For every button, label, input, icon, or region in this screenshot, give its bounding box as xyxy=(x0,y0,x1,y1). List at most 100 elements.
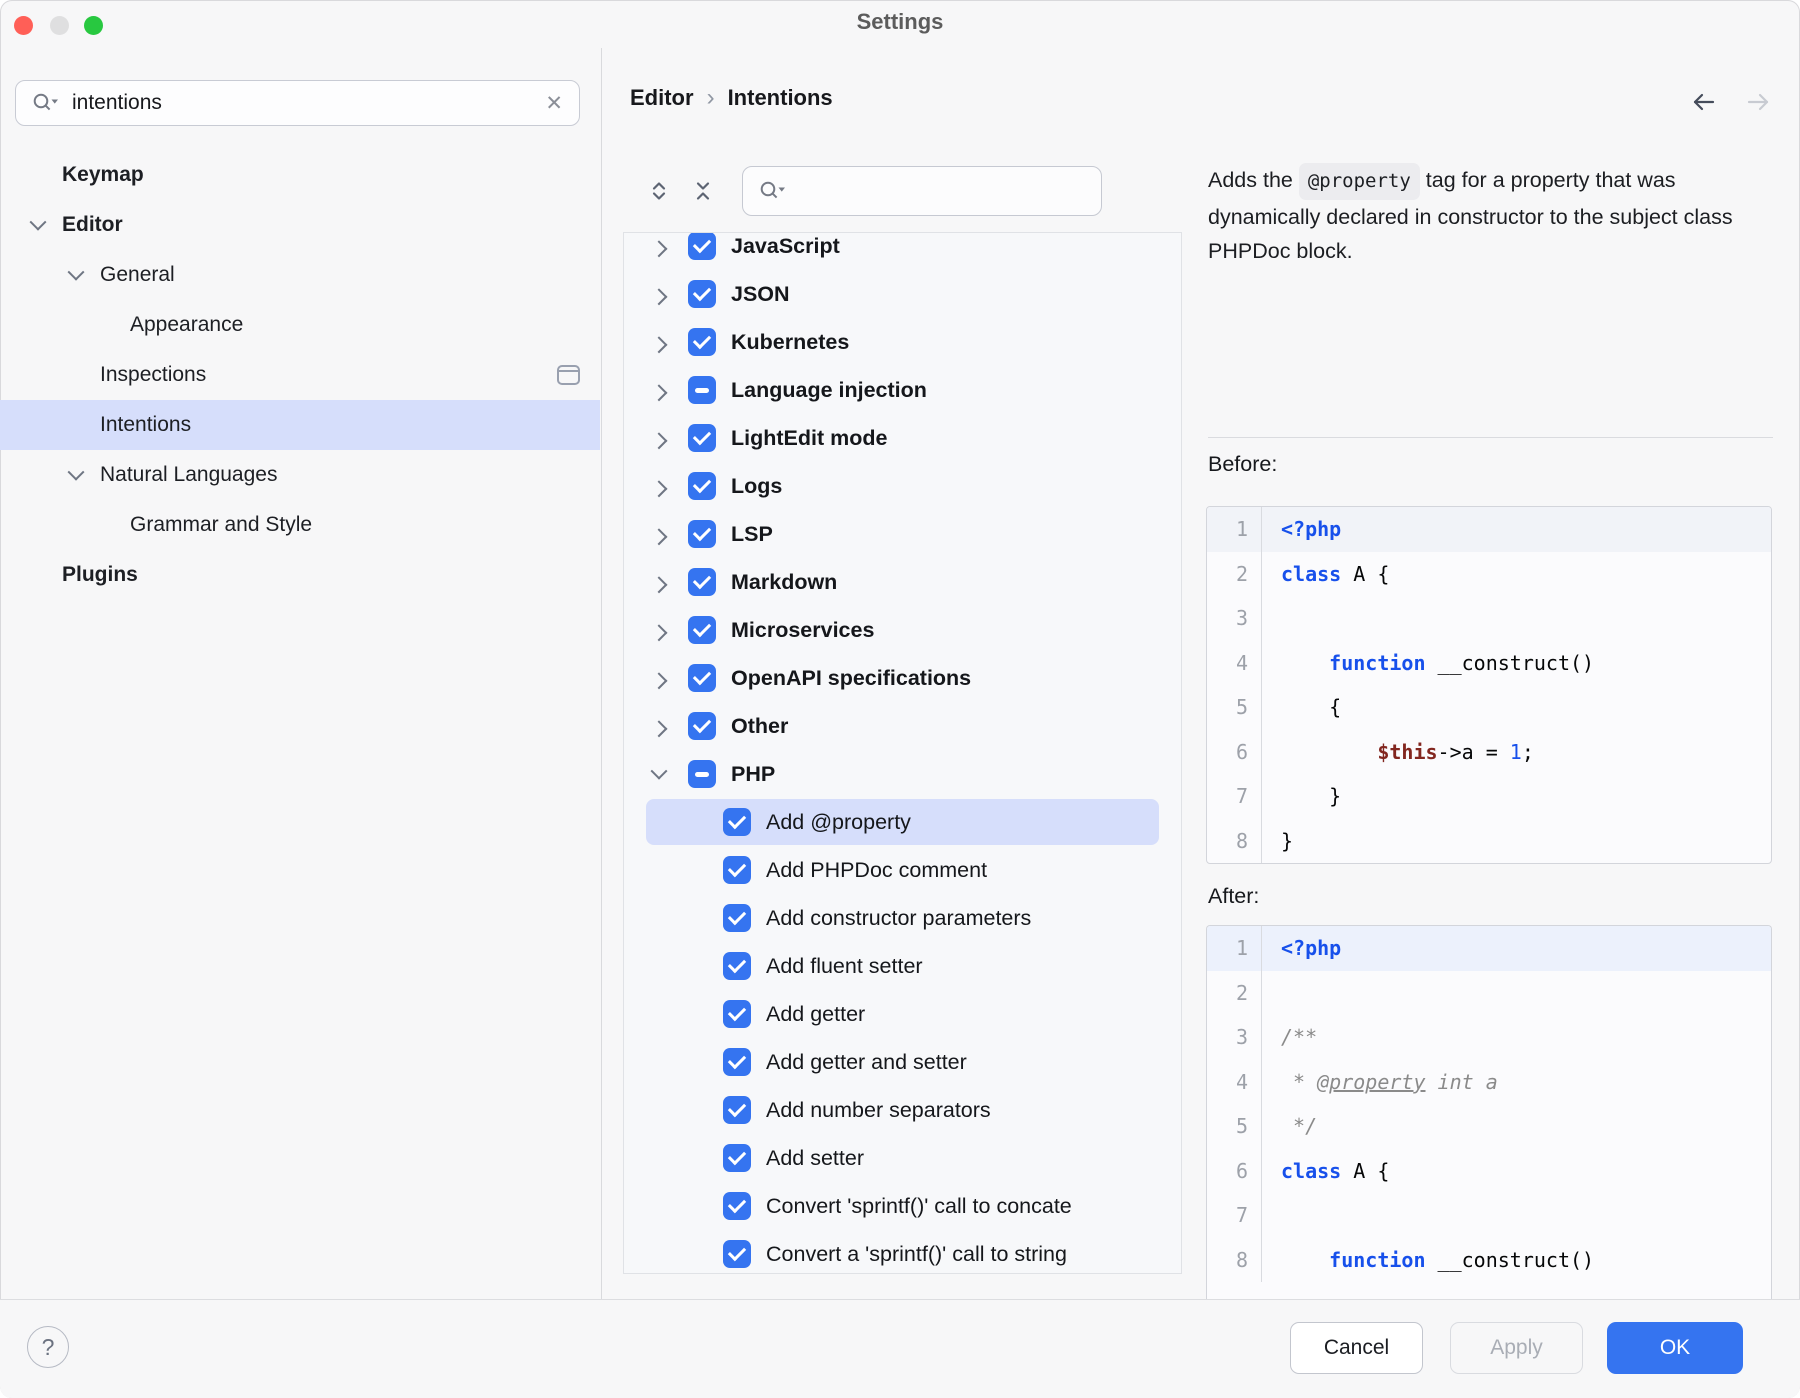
tree-item-javascript[interactable]: JavaScript xyxy=(624,233,1181,270)
sidebar-item-grammar-and-style[interactable]: Grammar and Style xyxy=(0,500,600,550)
intentions-filter-input[interactable] xyxy=(796,178,1101,204)
tree-item-php[interactable]: PHP xyxy=(624,750,1181,798)
checked-checkbox[interactable] xyxy=(723,952,751,980)
tree-item-kubernetes[interactable]: Kubernetes xyxy=(624,318,1181,366)
tree-item-add-phpdoc-comment[interactable]: Add PHPDoc comment xyxy=(624,846,1181,894)
intentions-filter-box[interactable] xyxy=(742,166,1102,216)
tree-item-add-constructor-parameters[interactable]: Add constructor parameters xyxy=(624,894,1181,942)
window-title: Settings xyxy=(856,9,944,34)
tree-item-label: Logs xyxy=(731,473,783,498)
checked-checkbox[interactable] xyxy=(723,856,751,884)
sidebar-item-general[interactable]: General xyxy=(0,250,600,300)
chevron-right-icon[interactable] xyxy=(650,620,668,640)
chevron-down-icon xyxy=(66,265,86,285)
clear-search-icon[interactable]: ✕ xyxy=(545,91,563,115)
settings-search-box[interactable]: ✕ xyxy=(15,80,580,126)
help-button[interactable]: ? xyxy=(27,1326,69,1368)
checked-checkbox[interactable] xyxy=(688,424,716,452)
tree-item-convert-a-sprintf-call-to-string[interactable]: Convert a 'sprintf()' call to string xyxy=(624,1230,1181,1273)
breadcrumb-separator: › xyxy=(706,84,715,111)
tree-item-label: LightEdit mode xyxy=(731,425,888,450)
chevron-right-icon[interactable] xyxy=(650,572,668,592)
checked-checkbox[interactable] xyxy=(723,1144,751,1172)
tree-item-add-property[interactable]: Add @property xyxy=(624,798,1181,846)
tree-item-language-injection[interactable]: Language injection xyxy=(624,366,1181,414)
tree-item-add-number-separators[interactable]: Add number separators xyxy=(624,1086,1181,1134)
checked-checkbox[interactable] xyxy=(723,904,751,932)
sidebar-item-keymap[interactable]: Keymap xyxy=(0,150,600,200)
tree-item-openapi-specifications[interactable]: OpenAPI specifications xyxy=(624,654,1181,702)
checked-checkbox[interactable] xyxy=(688,664,716,692)
checked-checkbox[interactable] xyxy=(688,280,716,308)
checked-checkbox[interactable] xyxy=(688,328,716,356)
checked-checkbox[interactable] xyxy=(723,1240,751,1268)
checked-checkbox[interactable] xyxy=(723,1048,751,1076)
checked-checkbox[interactable] xyxy=(723,808,751,836)
ok-button[interactable]: OK xyxy=(1607,1322,1743,1374)
profile-window-icon xyxy=(557,365,580,385)
sidebar-item-intentions[interactable]: Intentions xyxy=(0,400,600,450)
sidebar-item-plugins[interactable]: Plugins xyxy=(0,550,600,600)
tree-item-convert-sprintf-call-to-concate[interactable]: Convert 'sprintf()' call to concate xyxy=(624,1182,1181,1230)
chevron-right-icon[interactable] xyxy=(650,524,668,544)
chevron-right-icon[interactable] xyxy=(650,668,668,688)
sidebar-item-natural-languages[interactable]: Natural Languages xyxy=(0,450,600,500)
tree-item-microservices[interactable]: Microservices xyxy=(624,606,1181,654)
tree-item-add-getter-and-setter[interactable]: Add getter and setter xyxy=(624,1038,1181,1086)
indeterminate-checkbox[interactable] xyxy=(688,376,716,404)
close-button[interactable] xyxy=(14,16,33,35)
chevron-right-icon[interactable] xyxy=(650,380,668,400)
chevron-right-icon[interactable] xyxy=(650,284,668,304)
checked-checkbox[interactable] xyxy=(723,1096,751,1124)
checked-checkbox[interactable] xyxy=(688,520,716,548)
line-number: 8 xyxy=(1207,1237,1262,1282)
checked-checkbox[interactable] xyxy=(688,472,716,500)
tree-item-label: PHP xyxy=(731,761,776,786)
tree-item-add-setter[interactable]: Add setter xyxy=(624,1134,1181,1182)
back-arrow-icon[interactable] xyxy=(1688,90,1718,114)
tree-item-other[interactable]: Other xyxy=(624,702,1181,750)
sidebar-item-inspections[interactable]: Inspections xyxy=(0,350,600,400)
search-icon xyxy=(760,181,785,199)
collapse-all-button[interactable] xyxy=(690,178,716,204)
line-number: 2 xyxy=(1207,970,1262,1015)
tree-item-lsp[interactable]: LSP xyxy=(624,510,1181,558)
minimize-button[interactable] xyxy=(50,16,69,35)
sidebar-item-label: Plugins xyxy=(62,563,138,586)
checked-checkbox[interactable] xyxy=(723,1192,751,1220)
sidebar-item-editor[interactable]: Editor xyxy=(0,200,600,250)
cancel-button[interactable]: Cancel xyxy=(1290,1322,1423,1374)
tree-item-logs[interactable]: Logs xyxy=(624,462,1181,510)
line-number: 7 xyxy=(1207,774,1262,819)
chevron-right-icon[interactable] xyxy=(650,716,668,736)
settings-search-input[interactable] xyxy=(70,90,546,116)
line-number: 4 xyxy=(1207,640,1262,685)
tree-item-add-getter[interactable]: Add getter xyxy=(624,990,1181,1038)
chevron-down-icon xyxy=(66,465,86,485)
checked-checkbox[interactable] xyxy=(723,1000,751,1028)
tree-item-json[interactable]: JSON xyxy=(624,270,1181,318)
expand-all-button[interactable] xyxy=(646,178,672,204)
tree-item-label: Markdown xyxy=(731,569,838,594)
chevron-right-icon[interactable] xyxy=(650,332,668,352)
indeterminate-checkbox[interactable] xyxy=(688,760,716,788)
checked-checkbox[interactable] xyxy=(688,712,716,740)
chevron-right-icon[interactable] xyxy=(650,236,668,256)
chevron-down-icon[interactable] xyxy=(650,764,668,784)
zoom-button[interactable] xyxy=(84,16,103,35)
tree-item-add-fluent-setter[interactable]: Add fluent setter xyxy=(624,942,1181,990)
forward-arrow-icon[interactable] xyxy=(1744,90,1774,114)
checked-checkbox[interactable] xyxy=(688,233,716,260)
tree-item-markdown[interactable]: Markdown xyxy=(624,558,1181,606)
sidebar-item-label: Natural Languages xyxy=(100,463,278,486)
sidebar-item-appearance[interactable]: Appearance xyxy=(0,300,600,350)
chevron-right-icon[interactable] xyxy=(650,428,668,448)
checked-checkbox[interactable] xyxy=(688,568,716,596)
apply-button[interactable]: Apply xyxy=(1450,1322,1583,1374)
chevron-right-icon[interactable] xyxy=(650,476,668,496)
checked-checkbox[interactable] xyxy=(688,616,716,644)
tree-item-lightedit-mode[interactable]: LightEdit mode xyxy=(624,414,1181,462)
breadcrumb-editor[interactable]: Editor xyxy=(630,85,694,110)
